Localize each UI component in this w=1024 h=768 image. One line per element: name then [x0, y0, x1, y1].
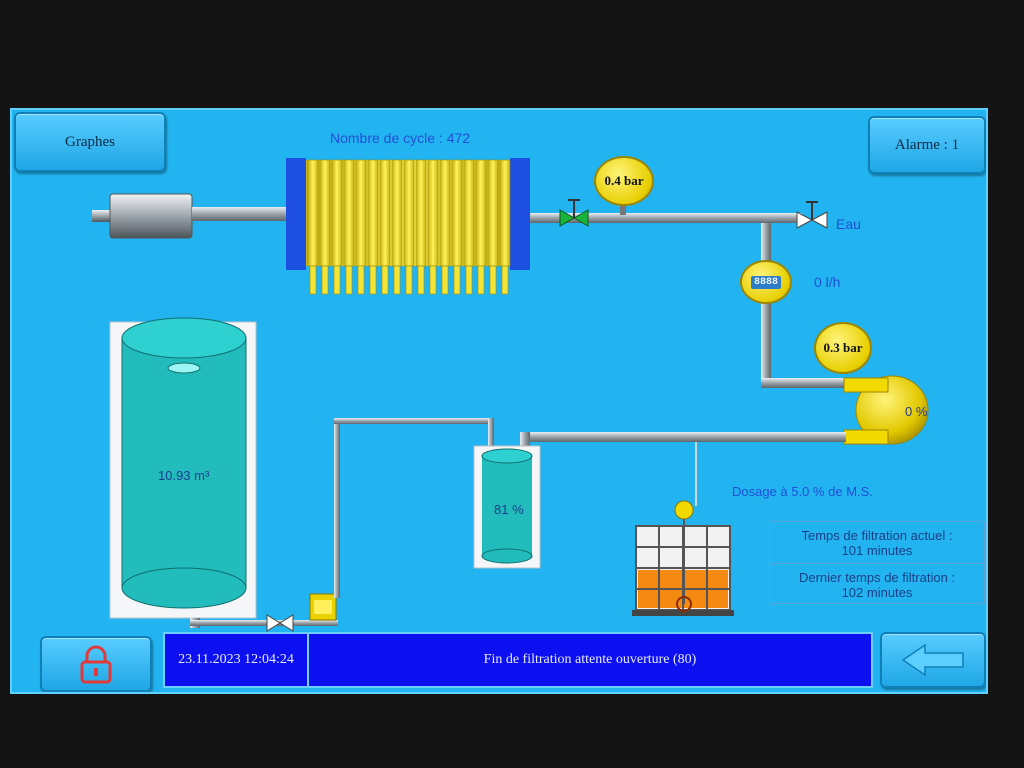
lock-icon: [80, 645, 112, 684]
process-diagram: [92, 158, 929, 632]
filter-drip-outlet: [405, 265, 413, 295]
status-datetime: 23.11.2023 12:04:24: [165, 634, 309, 686]
filter-drip-outlet: [357, 265, 365, 295]
filter-plate: [403, 159, 415, 267]
pump-speed: 0 %: [905, 404, 928, 419]
water-label: Eau: [836, 216, 861, 232]
filter-plate: [355, 159, 367, 267]
filter-press: [286, 158, 530, 295]
filter-plate: [463, 159, 475, 267]
filter-plate: [499, 159, 511, 267]
filter-plate: [307, 159, 319, 267]
flow-rate: 0 l/h: [814, 274, 841, 290]
filter-drip-outlet: [381, 265, 389, 295]
filter-drip-outlet: [393, 265, 401, 295]
dosing-pump[interactable]: [843, 375, 929, 445]
filter-plate: [439, 159, 451, 267]
filter-drip-outlet: [429, 265, 437, 295]
pressure-gauge-pump: 0.3 bar: [814, 322, 872, 374]
transfer-pump[interactable]: [309, 593, 337, 621]
outlet-valve[interactable]: [266, 614, 294, 632]
filtration-times-panel: Temps de filtration actuel : 101 minutes…: [769, 521, 985, 604]
filter-plate: [331, 159, 343, 267]
filter-drip-outlet: [501, 265, 509, 295]
ibc-container: [632, 500, 734, 616]
pressure-gauge-top: 0.4 bar: [594, 156, 654, 206]
filter-plate: [319, 159, 331, 267]
filter-drip-outlet: [417, 265, 425, 295]
inlet-valve[interactable]: [559, 199, 589, 227]
filter-drip-outlet: [333, 265, 341, 295]
storage-tank: [109, 317, 257, 619]
filter-drip-outlet: [321, 265, 329, 295]
filter-drip-outlet: [489, 265, 497, 295]
back-button[interactable]: [880, 632, 986, 688]
filter-plate: [391, 159, 403, 267]
flow-meter: 8888: [740, 260, 792, 304]
hmi-screen: Graphes Alarme : 1 Nombre de cycle : 472…: [10, 108, 988, 694]
current-filtration-value: 101 minutes: [841, 542, 913, 558]
arrow-left-icon: [901, 643, 964, 677]
dosing-setpoint: Dosage à 5.0 % de M.S.: [732, 484, 873, 499]
cycle-count: Nombre de cycle : 472: [330, 130, 471, 146]
buffer-tank: [473, 445, 541, 569]
water-valve[interactable]: [796, 201, 828, 229]
last-filtration-value: 102 minutes: [841, 584, 913, 600]
flow-meter-display: 8888: [750, 275, 781, 289]
status-bar: 23.11.2023 12:04:24 Fin de filtration at…: [163, 632, 873, 688]
last-filtration-time: Dernier temps de filtration : 102 minute…: [770, 563, 984, 605]
filter-plate: [427, 159, 439, 267]
filter-drip-outlet: [345, 265, 353, 295]
current-filtration-label: Temps de filtration actuel :: [801, 527, 953, 543]
filter-drip-outlet: [465, 265, 473, 295]
filter-plate: [475, 159, 487, 267]
alarm-button[interactable]: Alarme : 1: [868, 116, 986, 174]
status-message: Fin de filtration attente ouverture (80): [483, 652, 697, 667]
filter-drip-outlet: [369, 265, 377, 295]
graphs-button[interactable]: Graphes: [14, 112, 166, 172]
lock-button[interactable]: [40, 636, 152, 692]
filter-drip-outlet: [453, 265, 461, 295]
filter-plate: [451, 159, 463, 267]
buffer-tank-level: 81 %: [494, 502, 524, 517]
last-filtration-label: Dernier temps de filtration :: [798, 569, 956, 585]
filter-drip-outlet: [309, 265, 317, 295]
filter-plate: [343, 159, 355, 267]
filter-plate: [415, 159, 427, 267]
filter-plate: [379, 159, 391, 267]
hydraulic-cylinder: [92, 193, 286, 239]
filter-plate: [367, 159, 379, 267]
filter-drip-outlet: [477, 265, 485, 295]
current-filtration-time: Temps de filtration actuel : 101 minutes: [770, 522, 984, 563]
filter-drip-outlet: [441, 265, 449, 295]
tank-volume: 10.93 m³: [158, 468, 210, 483]
filter-plate: [487, 159, 499, 267]
